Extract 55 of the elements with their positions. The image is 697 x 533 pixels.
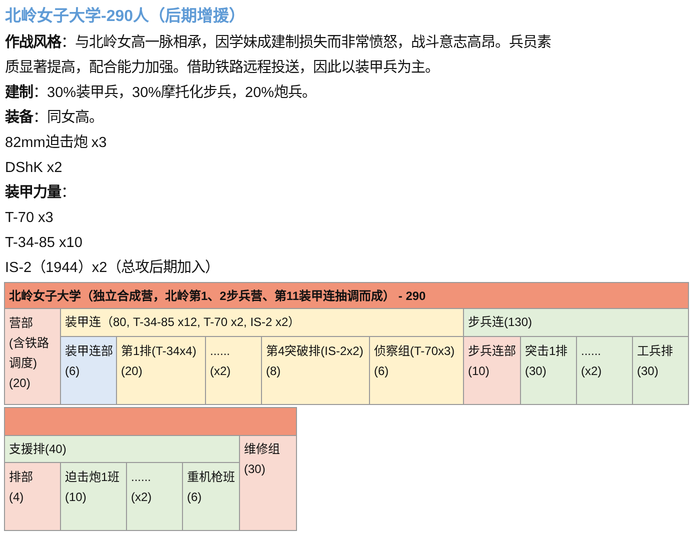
unit-strength: (20) bbox=[9, 375, 30, 392]
composition-text: 建制：30%装甲兵，30%摩托化步兵，20%炮兵。 bbox=[5, 83, 316, 103]
unit-name: 迫击炮1班 bbox=[65, 469, 120, 486]
group-heading: 支援排(40) bbox=[9, 441, 66, 458]
unit-strength: (4) bbox=[9, 489, 24, 506]
tank-item: T-34-85 x10 bbox=[5, 234, 82, 253]
unit-strength: (x2) bbox=[131, 489, 152, 506]
unit-name: ...... bbox=[581, 343, 602, 360]
unit-note: (含铁路调度) bbox=[9, 335, 50, 372]
unit-cell bbox=[60, 336, 117, 405]
unit-name: 步兵连部 bbox=[468, 343, 516, 360]
unit-cell bbox=[4, 462, 61, 531]
equipment-item: 82mm迫击炮 x3 bbox=[5, 133, 107, 153]
unit-strength: (6) bbox=[187, 489, 202, 506]
unit-strength: (10) bbox=[65, 489, 86, 506]
unit-group bbox=[463, 308, 689, 405]
tank-item: T-70 x3 bbox=[5, 209, 54, 228]
unit-strength: (x2) bbox=[581, 363, 602, 380]
unit-group bbox=[4, 435, 240, 531]
unit-strength: (30) bbox=[637, 363, 658, 380]
unit-strength: (6) bbox=[374, 363, 389, 380]
description-paragraph: 作战风格：与北岭女高一脉相承，因学妹成建制损失而非常愤怒，战斗意志高昂。兵员素质显著提高，配合能力加强。借助铁路远程投送，因此以装甲兵为主。 bbox=[5, 33, 552, 78]
unit-strength: (30) bbox=[244, 461, 266, 478]
unit-strength: (20) bbox=[121, 363, 142, 380]
unit-strength: (x2) bbox=[210, 363, 231, 380]
unit-name: 工兵排 bbox=[637, 343, 673, 360]
group-heading: 步兵连(130) bbox=[468, 314, 532, 331]
table-title: 北岭女子大学（独立合成营，北岭第1、2步兵营、第11装甲连抽调而成） - 290 bbox=[9, 288, 426, 305]
equipment-text: 装备：同女高。 bbox=[5, 108, 103, 128]
unit-strength: (30) bbox=[525, 363, 546, 380]
unit-name: 维修组 bbox=[244, 441, 280, 458]
unit-name: ...... bbox=[131, 469, 152, 486]
unit-name: 突击1排 bbox=[525, 343, 568, 360]
section-heading: 装甲力量： bbox=[5, 183, 75, 203]
unit-strength: (6) bbox=[65, 363, 80, 380]
unit-strength: (10) bbox=[468, 363, 490, 380]
unit-name: 营部 bbox=[9, 315, 33, 332]
unit-name: 重机枪班 bbox=[187, 469, 235, 486]
unit-cell bbox=[239, 435, 297, 531]
unit-name: 装甲连部 bbox=[65, 343, 113, 360]
unit-group bbox=[60, 308, 464, 405]
org-table bbox=[4, 407, 297, 531]
tank-item: IS-2（1944）x2（总攻后期加入） bbox=[5, 258, 220, 278]
page-title: 北岭女子大学-290人（后期增援） bbox=[5, 6, 246, 27]
equipment-item: DShK x2 bbox=[5, 159, 62, 178]
unit-name: 排部 bbox=[9, 469, 33, 486]
unit-name: 第4突破排(IS-2x2) bbox=[266, 343, 364, 360]
unit-cell bbox=[463, 336, 521, 405]
group-heading: 装甲连（80, T-34-85 x12, T-70 x2, IS-2 x2） bbox=[65, 314, 300, 331]
org-table bbox=[4, 282, 689, 405]
unit-name: 第1排(T-34x4) bbox=[121, 343, 196, 360]
unit-name: ...... bbox=[210, 343, 230, 360]
unit-cell bbox=[4, 308, 61, 405]
unit-strength: (8) bbox=[266, 363, 281, 380]
unit-name: 侦察组(T-70x3) bbox=[374, 343, 455, 360]
